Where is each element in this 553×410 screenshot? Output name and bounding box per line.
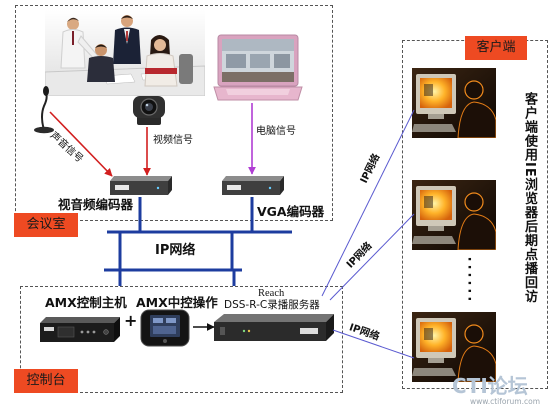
microphone-icon xyxy=(32,86,58,134)
ptz-camera-icon xyxy=(130,92,168,126)
zone-label-meeting-room: 会议室 xyxy=(14,213,78,237)
computer-signal-label: 电脑信号 xyxy=(256,126,296,137)
zone-label-client: 客户端 xyxy=(465,36,527,60)
client-link-label: IP网络 xyxy=(347,322,381,343)
zone-label-console: 控制台 xyxy=(14,369,78,393)
server-name-label: DSS-R-C录播服务器 xyxy=(224,299,320,311)
av-encoder-label: 视音频编码器 xyxy=(58,197,134,212)
watermark-url: www.ctiforum.com xyxy=(470,397,541,406)
av-encoder-icon xyxy=(110,175,172,197)
client-note-vertical: 客户端使用IE浏览器后期点播回访 xyxy=(522,92,537,304)
amx-controller-icon xyxy=(40,316,120,344)
recording-server-icon xyxy=(214,313,334,343)
watermark-logo: CTI论坛 xyxy=(452,374,528,398)
laptop-icon xyxy=(212,34,304,102)
meeting-people-image xyxy=(45,10,205,96)
client-link-label: IP网络 xyxy=(344,240,375,271)
client-link-1 xyxy=(321,109,415,297)
ip-network-label: IP网络 xyxy=(155,243,196,258)
client-pc-icon xyxy=(412,180,496,250)
video-signal-label: 视频信号 xyxy=(153,135,193,146)
plus-sign: + xyxy=(124,311,138,330)
touch-panel-icon xyxy=(140,309,190,347)
amx-panel-label: AMX中控操作 xyxy=(136,295,218,310)
vga-encoder-label: VGA编码器 xyxy=(257,204,325,219)
server-brand-label: Reach xyxy=(258,288,285,299)
client-pc-icon xyxy=(412,68,496,138)
vga-encoder-icon xyxy=(222,175,284,197)
more-clients-ellipsis: ...... xyxy=(464,256,480,305)
amx-host-label: AMX控制主机 xyxy=(45,295,127,310)
client-link-label: IP网络 xyxy=(358,152,383,186)
client-pc-icon xyxy=(412,312,496,382)
